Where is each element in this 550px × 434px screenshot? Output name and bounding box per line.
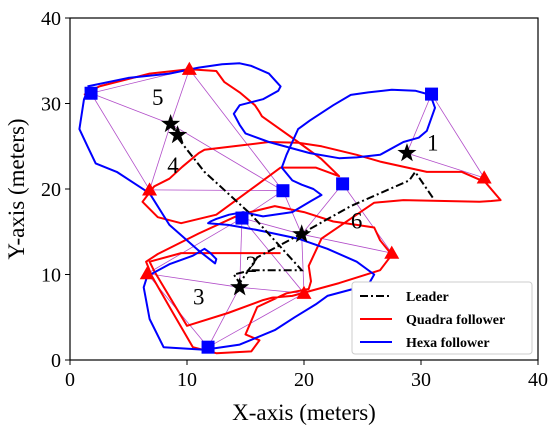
quadra-marker-3 <box>384 245 400 259</box>
formation-label-5: 5 <box>152 85 164 110</box>
leader-marker-0 <box>397 143 417 162</box>
agent-markers <box>84 61 492 354</box>
x-tick-label-4: 40 <box>528 369 548 391</box>
x-tick-label-2: 20 <box>294 369 314 391</box>
formation-link-19 <box>147 273 240 288</box>
formation-label-4: 4 <box>167 153 179 178</box>
quadra-marker-5 <box>139 266 155 280</box>
formation-link-10 <box>431 93 485 179</box>
formation-link-12 <box>301 183 343 235</box>
formation-link-24 <box>207 292 305 348</box>
formation-link-0 <box>90 92 171 125</box>
legend-label-quadra: Quadra follower <box>406 313 505 328</box>
hexa-follower-line <box>78 62 436 351</box>
formation-link-9 <box>406 152 485 179</box>
hexa-marker-5 <box>201 340 215 354</box>
formation-link-6 <box>189 69 284 191</box>
quadra-marker-2 <box>476 170 492 184</box>
legend-label-hexa: Hexa follower <box>406 336 490 351</box>
y-tick-label-1: 10 <box>41 265 61 287</box>
y-tick-label-4: 40 <box>41 8 61 30</box>
x-axis-title: X-axis (meters) <box>232 400 376 425</box>
formation-link-13 <box>241 217 302 235</box>
formation-label-2: 2 <box>246 252 258 277</box>
formation-link-14 <box>301 233 392 254</box>
hexa-marker-2 <box>276 184 290 198</box>
formation-link-2 <box>149 123 172 190</box>
quadra-marker-0 <box>181 61 197 75</box>
x-tick-label-1: 10 <box>177 369 197 391</box>
y-tick-label-2: 20 <box>41 179 61 201</box>
formation-link-20 <box>207 287 241 348</box>
leader-line <box>170 124 434 285</box>
legend-box <box>351 281 533 355</box>
formation-link-5 <box>90 93 150 191</box>
formation-label-1: 1 <box>427 131 439 156</box>
y-tick-label-0: 0 <box>51 350 61 372</box>
y-tick-label-3: 30 <box>41 94 61 116</box>
hexa-marker-1 <box>425 87 439 101</box>
formation-link-25 <box>241 217 305 294</box>
leader-marker-3 <box>168 125 188 144</box>
formation-link-8 <box>406 93 432 154</box>
x-tick-label-3: 30 <box>411 369 431 391</box>
x-tick-label-0: 0 <box>65 369 75 391</box>
formation-links <box>90 68 485 348</box>
formation-link-3 <box>170 123 284 192</box>
y-axis-title: Y-axis (meters) <box>4 118 29 259</box>
quadra-marker-4 <box>296 285 312 299</box>
formation-link-1 <box>170 69 190 125</box>
x-axis-ticks: 0 10 20 30 40 <box>65 360 548 391</box>
formation-link-16 <box>342 183 393 254</box>
formation-label-6: 6 <box>351 208 363 233</box>
hexa-marker-0 <box>84 86 98 100</box>
formation-link-7 <box>149 189 283 192</box>
leader-marker-2 <box>292 224 312 243</box>
trajectories <box>78 62 502 355</box>
formation-link-15 <box>301 234 305 294</box>
hexa-marker-4 <box>235 211 249 225</box>
formation-annotations: 1 2 3 4 5 6 <box>152 85 438 309</box>
hexa-marker-3 <box>336 177 350 191</box>
legend: Leader Quadra follower Hexa follower <box>351 281 533 355</box>
quadra-follower-line <box>83 68 502 355</box>
quadra-marker-1 <box>142 182 158 196</box>
leader-marker-1 <box>230 277 250 296</box>
leader-marker-4 <box>161 114 181 133</box>
y-axis-ticks: 0 10 20 30 40 <box>41 8 70 372</box>
formation-label-3: 3 <box>193 284 205 309</box>
legend-label-leader: Leader <box>406 290 449 305</box>
